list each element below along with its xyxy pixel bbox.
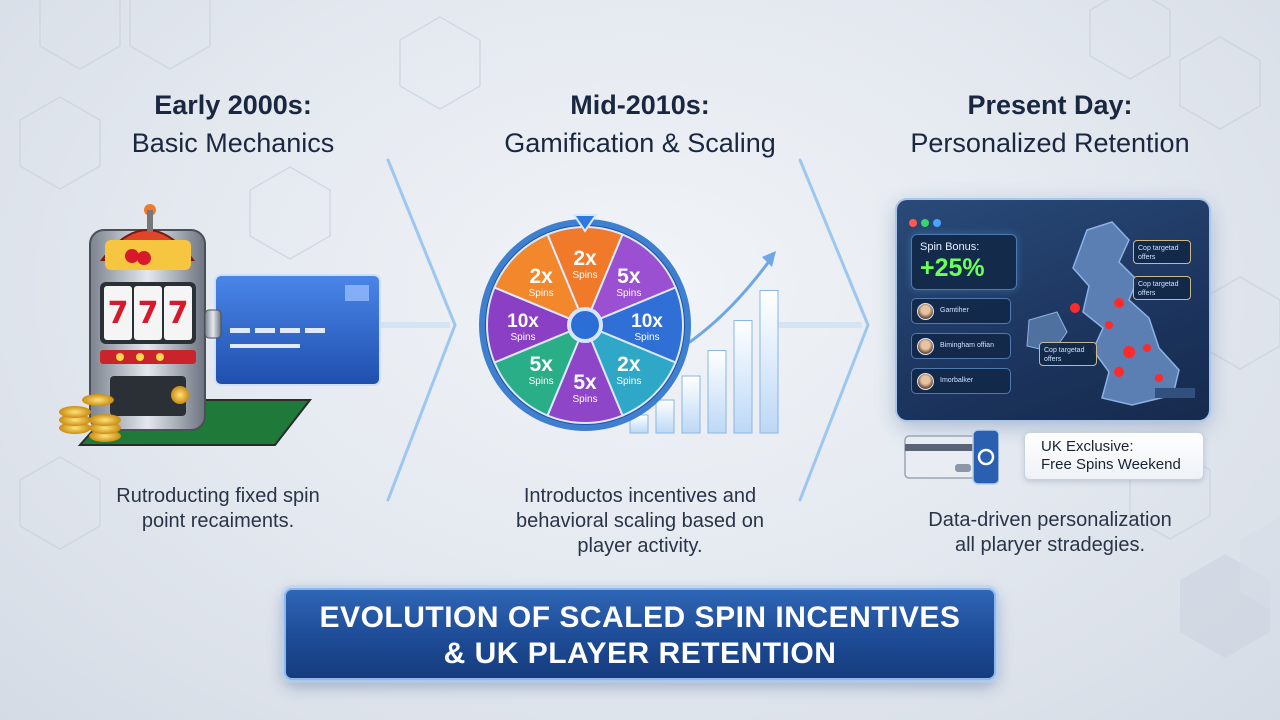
reel-symbol: 7 — [138, 296, 159, 331]
wheel-segment-label: Spins — [616, 376, 641, 387]
credit-card-icon — [214, 274, 381, 386]
map-tag-line1: Cop targetad — [1138, 245, 1179, 252]
wheel-segment-label: Spins — [572, 270, 597, 281]
retention-dashboard: Spin Bonus: +25% Gamtiher Bimingham offi… — [897, 200, 1209, 420]
stage-heading-line2: Basic Mechanics — [131, 128, 335, 158]
growth-bar-chart — [629, 290, 779, 434]
wheel-segment — [583, 233, 677, 327]
wheel-segment-value: 10x — [631, 311, 663, 332]
player-row[interactable]: Gamtiher — [911, 298, 1011, 324]
map-hotspots — [1070, 298, 1163, 382]
wheel-segment — [583, 323, 677, 417]
wheel-segment — [493, 323, 587, 417]
stage-heading-line2: Personalized Retention — [910, 128, 1190, 158]
stage-description-present-day: Data-driven personalization all plaryer … — [860, 508, 1240, 558]
player-row[interactable]: Imorbalker — [911, 368, 1011, 394]
growth-bar — [759, 290, 779, 434]
wheel-segment-value: 5x — [617, 265, 641, 288]
spin-bonus-value: +25% — [920, 254, 985, 282]
desc-line: point recaiments. — [141, 510, 295, 532]
avatar — [917, 373, 934, 390]
promo-line1: UK Exclusive: — [1041, 438, 1134, 455]
uk-map — [1026, 221, 1195, 406]
map-tag-line2: offers — [1138, 254, 1156, 261]
stage-heading-present-day: Present Day: Personalized Retention — [850, 86, 1250, 162]
wheel-segment-value: 2x — [529, 265, 553, 288]
player-row[interactable]: Bimingham offian — [911, 333, 1011, 359]
desc-line: player activity. — [577, 535, 703, 557]
wheel-segment-value: 5x — [573, 371, 597, 394]
stage-heading-line1: Mid-2010s: — [570, 90, 710, 120]
spin-bonus-card: Spin Bonus: +25% — [911, 234, 1017, 290]
wheel-segment-label: Spins — [634, 332, 659, 343]
slot-machine-icon: 7 7 7 — [89, 204, 222, 431]
desc-line: all plaryer stradegies. — [954, 534, 1146, 556]
wheel-segment-label: Spins — [616, 288, 641, 299]
banner-line1: EVOLUTION OF SCALED SPIN INCENTIVES — [319, 601, 961, 634]
desc-line: behavioral scaling based on — [516, 510, 764, 532]
map-tag: Cop targetad offers — [1133, 240, 1191, 264]
stage-heading-line1: Present Day: — [967, 90, 1133, 120]
growth-bar — [733, 320, 753, 434]
player-name: Imorbalker — [940, 377, 974, 384]
slot-machine-illustration: 7 7 7 — [59, 204, 381, 446]
avatar — [917, 303, 934, 320]
wheel-segment-value: 10x — [507, 311, 539, 332]
banner-line2: & UK PLAYER RETENTION — [443, 637, 837, 670]
wheel-segment — [493, 233, 587, 327]
wheel-segment — [582, 286, 684, 364]
stage-heading-line2: Gamification & Scaling — [504, 128, 776, 158]
phone-icon — [972, 429, 999, 485]
wheel-segment-label: Spins — [529, 376, 554, 387]
card-and-phone-illustration — [904, 429, 999, 485]
wheel-pointer-icon — [572, 214, 598, 233]
stage-heading-early-2000s: Early 2000s: Basic Mechanics — [33, 86, 433, 162]
avatar — [917, 338, 934, 355]
wheel-hub — [567, 307, 603, 343]
player-name: Gamtiher — [940, 307, 969, 314]
uk-exclusive-promo[interactable]: UK Exclusive: Free Spins Weekend — [1024, 432, 1204, 480]
wheel-segment-label: Spins — [529, 288, 554, 299]
stage-heading-mid-2010s: Mid-2010s: Gamification & Scaling — [440, 86, 840, 162]
player-name: Bimingham offian — [940, 342, 994, 349]
coin-stack-icon — [59, 394, 121, 442]
map-tag-line2: offers — [1138, 290, 1156, 297]
map-tag: Cop targetad offers — [1133, 276, 1191, 300]
stage-description-early-2000s: Rutroducting fixed spin point recaiments… — [28, 484, 408, 534]
desc-line: Data-driven personalization — [928, 509, 1172, 531]
wheel-segment-value: 2x — [573, 247, 597, 270]
stage-heading-line1: Early 2000s: — [154, 90, 312, 120]
reel-symbol: 7 — [108, 296, 129, 331]
wheel-segment-label: Spins — [572, 394, 597, 405]
growth-bar — [681, 375, 701, 434]
wheel-segment-label: Spins — [510, 332, 535, 343]
map-tag-line2: offers — [1044, 356, 1062, 363]
desc-line: Introductos incentives and — [523, 485, 757, 507]
reel-symbol: 7 — [168, 296, 189, 331]
wheel-segment-value: 5x — [529, 353, 553, 376]
wheel-segment-value: 2x — [617, 353, 641, 376]
wheel-segment — [546, 322, 624, 424]
window-controls — [909, 214, 945, 232]
map-tag: Cop targetad offers — [1039, 342, 1097, 366]
desc-line: Rutroducting fixed spin — [116, 485, 320, 507]
spin-bonus-label: Spin Bonus: — [920, 241, 980, 253]
promo-line2: Free Spins Weekend — [1041, 456, 1181, 473]
map-tag-line1: Cop targetad — [1138, 281, 1179, 288]
stage-description-mid-2010s: Introductos incentives and behavioral sc… — [450, 484, 830, 559]
growth-bar — [707, 350, 727, 434]
title-banner: EVOLUTION OF SCALED SPIN INCENTIVES & UK… — [284, 588, 996, 680]
wheel-segment — [486, 286, 588, 364]
growth-bar — [655, 399, 675, 434]
map-tag-line1: Cop targetad — [1044, 347, 1085, 354]
